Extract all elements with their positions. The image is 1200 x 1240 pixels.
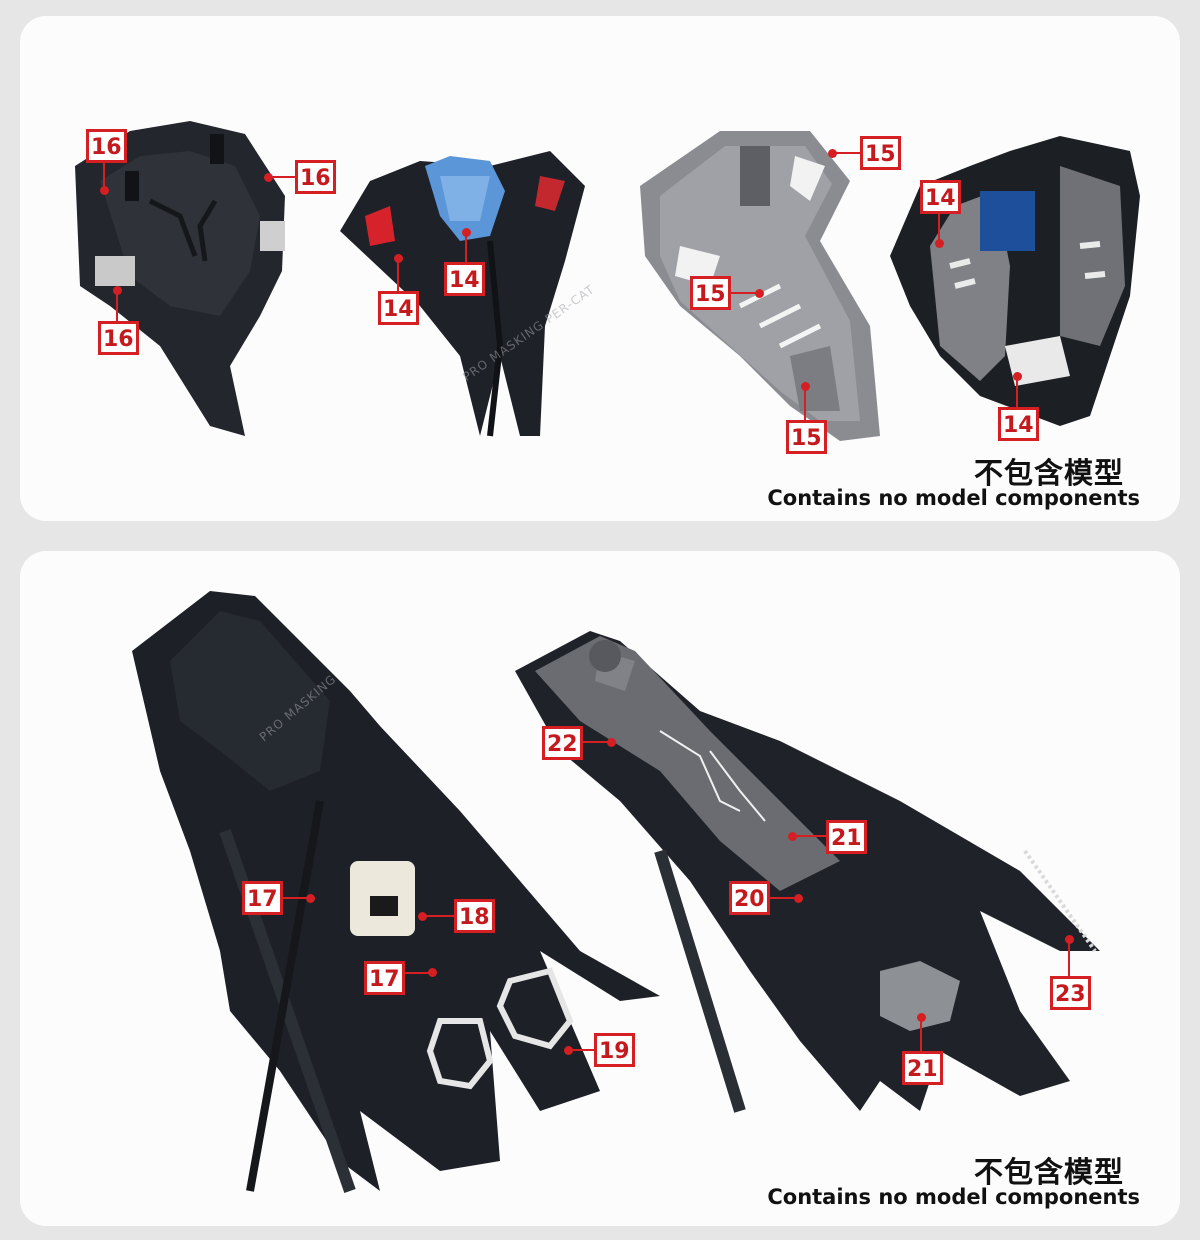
leader-dot <box>1013 372 1022 381</box>
part-grey-backpack <box>640 131 880 441</box>
callout-21-a: 21 <box>826 820 867 854</box>
caption-english: Contains no model components <box>767 1185 1140 1209</box>
leader-line <box>938 214 940 242</box>
leader-line <box>730 292 758 294</box>
leader-line <box>465 232 467 262</box>
leader-dot <box>394 254 403 263</box>
leader-dot <box>264 173 273 182</box>
leader-line <box>581 741 611 743</box>
callout-15-c: 15 <box>786 420 827 454</box>
leader-line <box>832 152 860 154</box>
callout-15-b: 15 <box>690 276 731 310</box>
bottom-panel: PRO MASKING 17 18 17 19 22 21 20 21 23 不… <box>20 551 1180 1226</box>
leader-line <box>103 163 105 188</box>
leader-dot <box>828 149 837 158</box>
leader-line <box>422 915 454 917</box>
callout-14-d: 14 <box>998 407 1039 441</box>
part-grey-leg <box>515 631 1100 1113</box>
leader-dot <box>564 1046 573 1055</box>
leader-line <box>568 1049 594 1051</box>
leader-line <box>280 897 310 899</box>
leader-line <box>768 897 798 899</box>
leader-dot <box>1065 935 1074 944</box>
leader-line <box>920 1017 922 1051</box>
leader-dot <box>100 186 109 195</box>
callout-16-a: 16 <box>86 129 127 163</box>
callout-22: 22 <box>542 726 583 760</box>
callout-20: 20 <box>729 881 770 915</box>
caption-chinese: 不包含模型 <box>973 1155 1124 1189</box>
leader-line <box>792 835 826 837</box>
callout-21-b: 21 <box>902 1051 943 1085</box>
part-shoulder-armor <box>75 121 285 436</box>
callout-18: 18 <box>454 899 495 933</box>
callout-23: 23 <box>1050 976 1091 1010</box>
caption-chinese: 不包含模型 <box>973 456 1124 490</box>
top-panel: PRO MASKING PER-CAT 16 16 16 14 14 15 15… <box>20 16 1180 521</box>
leader-line <box>268 176 295 178</box>
leader-dot <box>788 832 797 841</box>
callout-14-c: 14 <box>920 180 961 214</box>
leader-dot <box>418 912 427 921</box>
callout-19: 19 <box>594 1033 635 1067</box>
leader-dot <box>607 738 616 747</box>
part-black-leg <box>132 591 660 1193</box>
bottom-parts-illustration <box>132 591 1100 1193</box>
leader-dot <box>113 286 122 295</box>
leader-line <box>116 290 118 321</box>
callout-17-b: 17 <box>364 961 405 995</box>
caption-english: Contains no model components <box>767 486 1140 510</box>
leader-dot <box>428 968 437 977</box>
callout-16-c: 16 <box>98 321 139 355</box>
leader-dot <box>801 382 810 391</box>
callout-16-b: 16 <box>295 160 336 194</box>
leader-dot <box>462 228 471 237</box>
leader-dot <box>917 1013 926 1022</box>
leader-dot <box>794 894 803 903</box>
leader-dot <box>306 894 315 903</box>
callout-14-b: 14 <box>444 262 485 296</box>
leader-dot <box>755 289 764 298</box>
callout-17-a: 17 <box>242 881 283 915</box>
callout-14-a: 14 <box>378 291 419 325</box>
leader-line <box>402 972 432 974</box>
top-parts-illustration <box>75 121 1140 441</box>
callout-15-a: 15 <box>860 136 901 170</box>
leader-line <box>804 386 806 420</box>
leader-line <box>397 258 399 291</box>
leader-line <box>1068 939 1070 976</box>
leader-dot <box>935 239 944 248</box>
leader-line <box>1016 376 1018 407</box>
